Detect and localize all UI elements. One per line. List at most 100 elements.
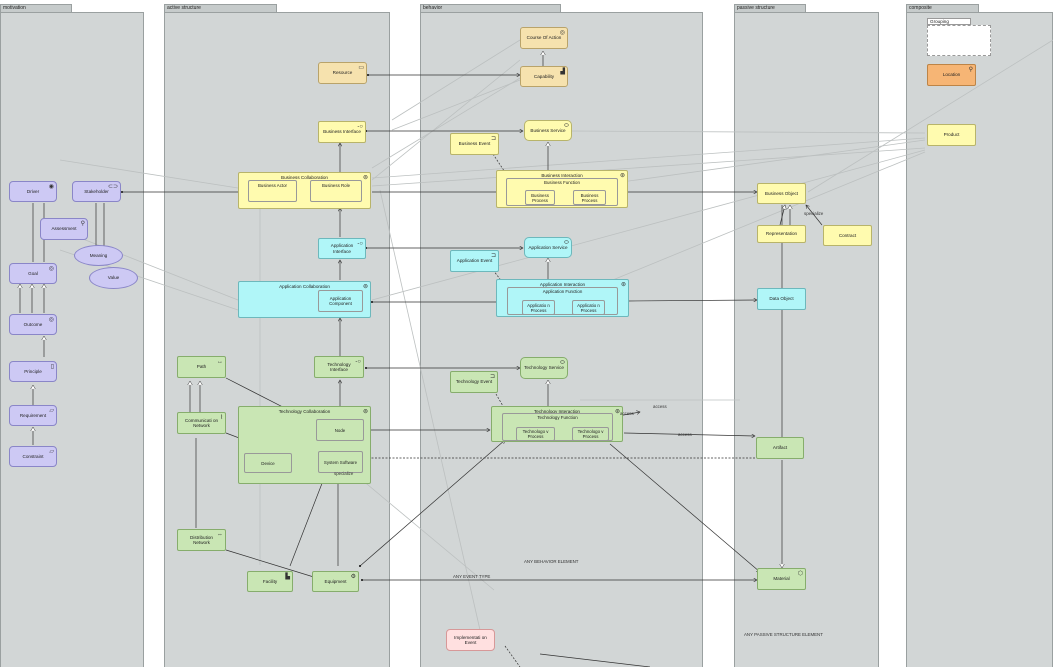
- application-event[interactable]: Application Event⊐: [450, 250, 499, 272]
- business-event[interactable]: Business Event⊐: [450, 133, 499, 155]
- assessment[interactable]: Assessment⚲: [40, 218, 88, 240]
- application-service-label: Application Service: [528, 244, 568, 250]
- facility[interactable]: Facility ▙: [247, 571, 293, 592]
- driver[interactable]: Driver ◉: [9, 181, 57, 202]
- technology-service-label: Technology Service: [524, 365, 564, 371]
- resource[interactable]: Resource▭: [318, 62, 367, 84]
- business-function-label: Business Function: [544, 180, 580, 185]
- principle[interactable]: Principle▯: [9, 361, 57, 382]
- equipment[interactable]: Equipment⚙: [312, 571, 359, 592]
- business-interface[interactable]: Business Interface-○: [318, 121, 366, 143]
- artifact-label: Artifact: [772, 445, 788, 451]
- business-actor[interactable]: Business Actor: [248, 180, 297, 202]
- equipment-icon: ⚙: [350, 574, 356, 580]
- distribution-network-label: Distribution Network: [190, 534, 213, 545]
- lane-tab-behavior: behavior: [420, 4, 561, 12]
- material[interactable]: Material⬡: [757, 568, 806, 590]
- product[interactable]: Product: [927, 124, 976, 146]
- course-of-action[interactable]: Course Of Action◎: [520, 27, 568, 49]
- application-interface[interactable]: Application Interface-○: [318, 238, 366, 259]
- application-process-2-label: Applicatio n Process: [577, 302, 600, 313]
- application-process-1[interactable]: Applicatio n Process: [522, 300, 555, 315]
- communication-network-label: Communicati on Network: [184, 417, 219, 428]
- goal[interactable]: Goal◎: [9, 263, 57, 284]
- material-icon: ⬡: [797, 571, 803, 577]
- capability[interactable]: Capability ▟: [520, 66, 568, 87]
- application-service-icon: ⬭: [563, 240, 569, 246]
- meaning[interactable]: Meaning: [74, 245, 123, 266]
- business-role[interactable]: Business Role: [310, 180, 362, 202]
- representation[interactable]: Representation: [757, 225, 806, 243]
- technology-interaction-icon: ⊛: [614, 409, 620, 415]
- contract-label: Contract: [838, 232, 857, 238]
- path-label: Path: [196, 364, 207, 370]
- lane-tab-passive-structure: passive structure: [734, 4, 806, 12]
- technology-process-2[interactable]: Technologo v Process: [572, 427, 609, 441]
- stakeholder[interactable]: Stakeholder⊂⊃: [72, 181, 121, 202]
- business-process-1[interactable]: Business Process: [525, 190, 555, 205]
- application-event-icon: ⊐: [490, 253, 496, 259]
- technology-interface-label: Technology Interface: [327, 361, 351, 372]
- distribution-network[interactable]: Distribution Network⇔: [177, 529, 226, 551]
- business-collaboration-icon: ⊚: [362, 175, 368, 181]
- any-passive-structure-element-label: ANY PASSIVE STRUCTURE ELEMENT: [744, 632, 823, 637]
- node[interactable]: Node: [316, 419, 364, 441]
- application-service[interactable]: Application Service⬭: [524, 237, 572, 258]
- application-event-label: Application Event: [456, 258, 493, 264]
- technology-service[interactable]: Technology Service⬭: [520, 357, 568, 379]
- any-behavior-element-label: ANY BEHAVIOR ELEMENT: [524, 559, 579, 564]
- application-interface-icon: -○: [357, 241, 363, 247]
- capability-label: Capability: [533, 73, 555, 79]
- communication-network[interactable]: Communicati on Network⌇: [177, 412, 226, 434]
- value[interactable]: Value: [89, 267, 138, 289]
- resource-label: Resource: [332, 70, 353, 76]
- application-component[interactable]: Application Component: [318, 290, 363, 312]
- device-label: Device: [261, 460, 275, 466]
- path-icon: ↔: [217, 359, 223, 365]
- business-process-2-label: Business Process: [580, 192, 599, 203]
- access-label-2: access: [620, 411, 634, 416]
- lane-motivation: [0, 12, 144, 667]
- constraint[interactable]: Constraint▱: [9, 446, 57, 467]
- business-process-2[interactable]: Business Process: [573, 190, 606, 205]
- application-process-2[interactable]: Applicatio n Process: [572, 300, 605, 315]
- technology-event[interactable]: Technology Event⊐: [450, 371, 498, 393]
- implementation-event[interactable]: Implementati on Event: [446, 629, 495, 651]
- technology-function-label: Technology Function: [537, 415, 578, 420]
- outcome[interactable]: Outcome◎: [9, 314, 57, 335]
- business-service[interactable]: Business Service⬭: [524, 120, 572, 141]
- business-collaboration-label: Business Collaboration: [281, 175, 328, 180]
- lane-tab-active-structure: active structure: [164, 4, 277, 12]
- contract[interactable]: Contract: [823, 225, 872, 246]
- constraint-icon: ▱: [49, 449, 54, 455]
- location-icon: ⚲: [968, 67, 973, 73]
- driver-icon: ◉: [48, 184, 54, 190]
- facility-label: Facility: [262, 578, 278, 584]
- technology-interface[interactable]: Technology Interface-○: [314, 356, 364, 378]
- business-process-1-label: Business Process: [531, 192, 549, 203]
- business-event-label: Business Event: [458, 141, 491, 147]
- technology-process-1[interactable]: Technologo v Process: [516, 427, 555, 441]
- application-component-label: Application Component: [329, 296, 352, 306]
- course-of-action-icon: ◎: [559, 30, 565, 36]
- requirement[interactable]: Requirement▱: [9, 405, 57, 426]
- assessment-label: Assessment: [51, 226, 77, 232]
- outcome-icon: ◎: [48, 317, 54, 323]
- driver-label: Driver: [26, 188, 40, 194]
- capability-icon: ▟: [560, 69, 565, 75]
- location[interactable]: Location⚲: [927, 64, 976, 86]
- application-interface-label: Application Interface: [330, 243, 354, 254]
- device[interactable]: Device: [244, 453, 292, 473]
- business-object[interactable]: Business Object: [757, 183, 806, 204]
- technology-collaboration-icon: ⊚: [362, 409, 368, 415]
- lane-behavior: [420, 12, 703, 667]
- path[interactable]: Path ↔: [177, 356, 226, 378]
- system-software[interactable]: System Software: [318, 451, 363, 473]
- lane-tab-composite: composite: [906, 4, 979, 12]
- facility-icon: ▙: [285, 574, 290, 580]
- grouping[interactable]: [927, 25, 991, 56]
- business-interface-icon: -○: [357, 124, 363, 130]
- artifact[interactable]: Artifact: [756, 437, 804, 459]
- data-object[interactable]: Data Object: [757, 288, 806, 310]
- technology-collaboration-label: Technology Collaboration: [278, 409, 331, 414]
